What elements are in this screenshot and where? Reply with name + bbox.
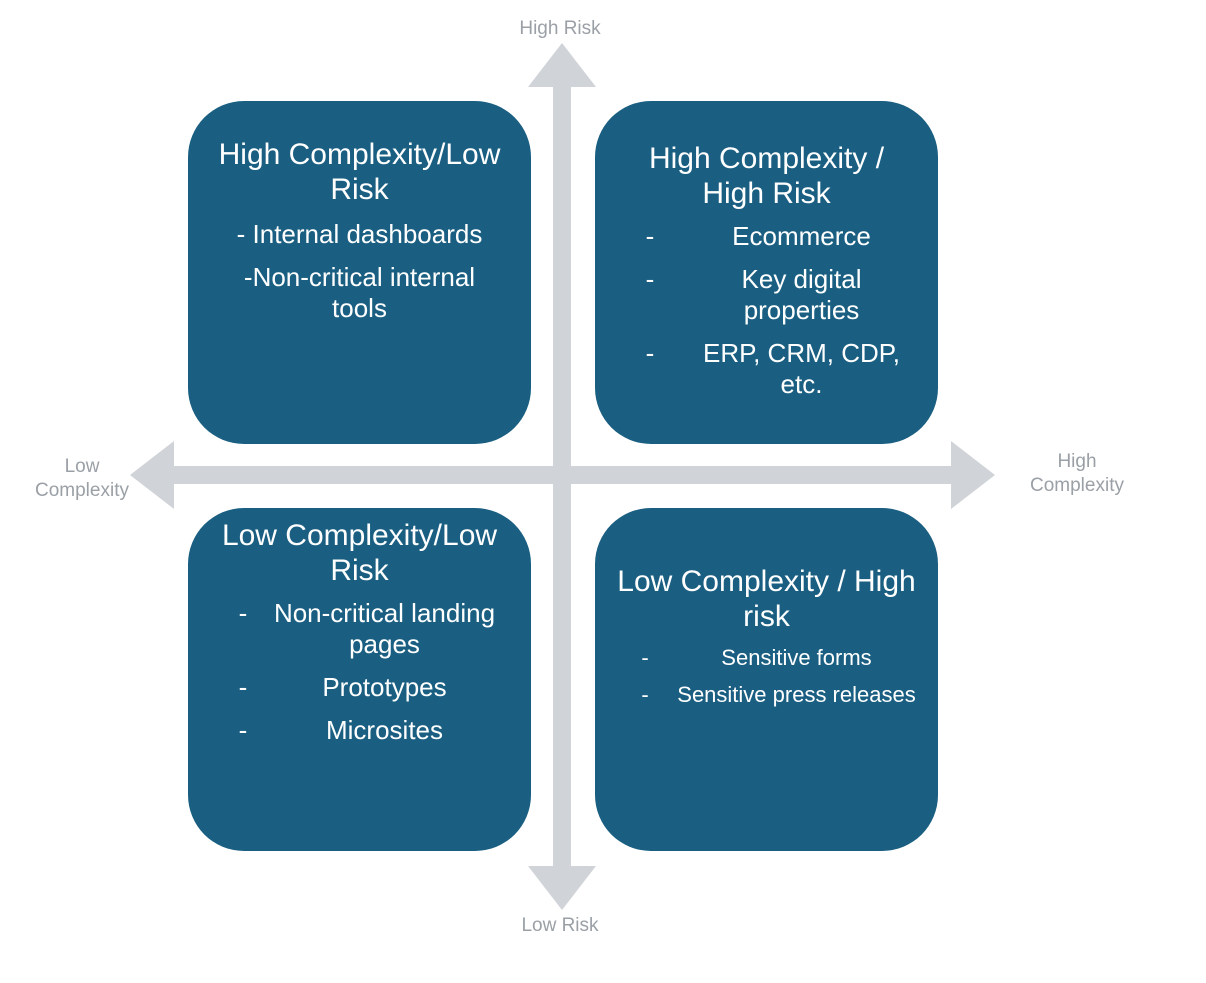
list-item: - Sensitive press releases <box>615 681 918 708</box>
list-item-text: Ecommerce <box>732 221 871 251</box>
quadrant-item-list: - Sensitive forms - Sensitive press rele… <box>615 644 918 708</box>
left-arrowhead <box>130 441 174 509</box>
list-item-text: Prototypes <box>322 672 447 702</box>
axis-label-high-complexity: High Complexity <box>1030 451 1124 496</box>
list-item: - Key digital properties <box>615 264 918 326</box>
list-item-text: Non-critical landing pages <box>273 598 496 659</box>
quadrant-high-complexity-low-risk: High Complexity/Low Risk - Internal dash… <box>188 101 531 444</box>
dash-marker: - <box>645 221 655 251</box>
quadrant-title: High Complexity/Low Risk <box>218 138 501 206</box>
list-item: - Ecommerce <box>615 221 918 252</box>
list-item-text: Sensitive forms <box>721 645 872 670</box>
quadrant-item: - Internal dashboards <box>236 219 483 249</box>
list-item: - Sensitive forms <box>615 644 918 671</box>
axis-label-low-complexity: Low Complexity <box>35 456 129 501</box>
up-arrowhead <box>528 43 596 87</box>
list-item: - ERP, CRM, CDP, etc. <box>615 338 918 400</box>
dash-marker: - <box>645 338 655 368</box>
quadrant-title: Low Complexity/Low Risk <box>221 519 498 587</box>
horizontal-axis-line <box>170 466 956 484</box>
quadrant-item-list: - Ecommerce - Key digital properties - E… <box>615 221 918 400</box>
right-arrowhead <box>951 441 995 509</box>
dash-marker: - <box>641 682 649 707</box>
quadrant-title: Low Complexity / High risk <box>617 565 916 633</box>
dash-marker: - <box>641 645 649 670</box>
dash-marker: - <box>238 598 248 628</box>
list-item-text: Microsites <box>325 715 443 745</box>
list-item: - Prototypes <box>218 672 501 703</box>
axis-label-high-risk: High Risk <box>519 18 601 39</box>
list-item: - Non-critical landing pages <box>218 598 501 660</box>
quadrant-item-list: - Non-critical landing pages - Prototype… <box>218 598 501 746</box>
list-item-text: Sensitive press releases <box>677 682 916 707</box>
axis-label-low-risk: Low Risk <box>521 915 599 936</box>
quadrant-low-complexity-low-risk: Low Complexity/Low Risk - Non-critical l… <box>188 508 531 851</box>
list-item-text: ERP, CRM, CDP, etc. <box>703 338 900 399</box>
dash-marker: - <box>238 715 248 745</box>
quadrant-low-complexity-high-risk: Low Complexity / High risk - Sensitive f… <box>595 508 938 851</box>
quadrant-high-complexity-high-risk: High Complexity / High Risk - Ecommerce … <box>595 101 938 444</box>
list-item: - Microsites <box>218 715 501 746</box>
dash-marker: - <box>645 264 655 294</box>
quadrant-title: High Complexity / High Risk <box>648 142 885 210</box>
down-arrowhead <box>528 866 596 910</box>
list-item-text: Key digital properties <box>741 264 862 325</box>
dash-marker: - <box>238 672 248 702</box>
quadrant-item: -Non-critical internal tools <box>243 262 476 323</box>
